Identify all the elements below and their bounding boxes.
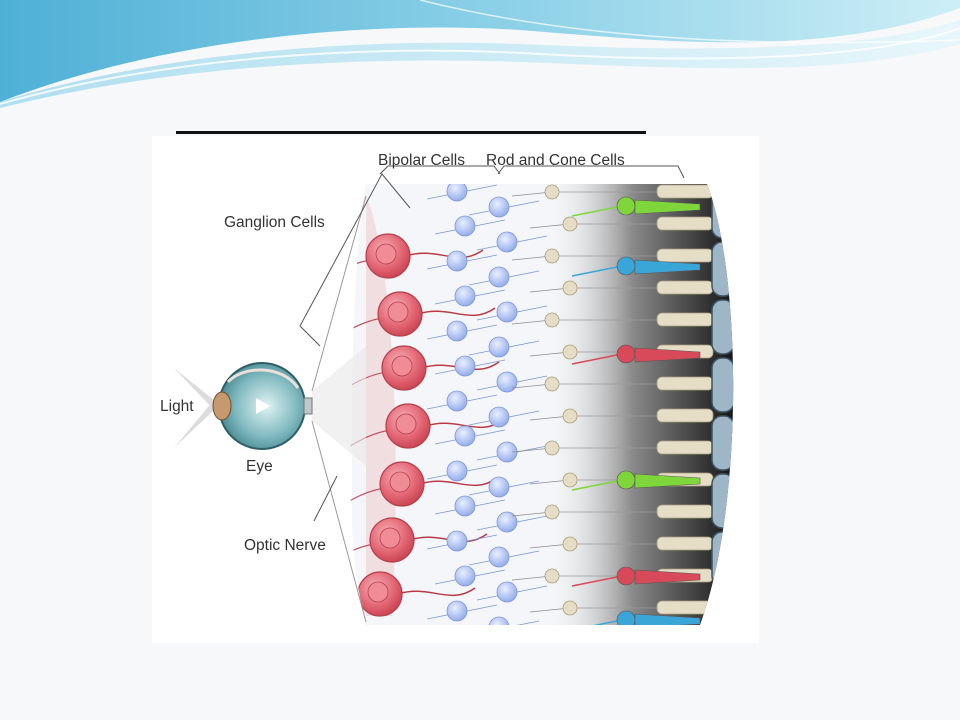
bipolar-cell: [446, 184, 468, 202]
cone-nucleus: [616, 344, 636, 364]
rod-outer-segment: [656, 536, 714, 551]
bipolar-cell: [488, 476, 510, 498]
epithelium-cell: [711, 357, 734, 413]
bipolar-cell: [488, 406, 510, 428]
bipolar-cell: [496, 301, 518, 323]
bipolar-cell: [496, 231, 518, 253]
bipolar-cell: [454, 425, 476, 447]
bipolar-cells: [426, 184, 548, 625]
rod-outer-segment: [656, 312, 714, 327]
rod-outer-segment: [656, 376, 714, 391]
bipolar-cell: [446, 460, 468, 482]
cone-outer-segment: [634, 347, 701, 363]
bipolar-cell: [496, 441, 518, 463]
rod-outer-segment: [656, 248, 714, 263]
cone-outer-segment: [634, 569, 701, 585]
bipolar-cell: [454, 495, 476, 517]
bipolar-cell: [496, 581, 518, 603]
light-rays: [174, 368, 214, 448]
header-wave-main: [0, 0, 960, 102]
epithelium-cell: [711, 299, 734, 355]
cone-outer-segment: [634, 473, 701, 489]
label-brackets: [299, 165, 685, 522]
header-wave-light: [0, 20, 960, 108]
rod-nucleus: [544, 568, 560, 584]
cone-cells: [571, 196, 701, 625]
eye-graphic: [212, 362, 313, 450]
bipolar-cell: [446, 600, 468, 622]
bipolar-cell: [446, 530, 468, 552]
header-wave-line: [0, 27, 960, 105]
cone-outer-segment: [634, 259, 701, 275]
rod-nucleus: [544, 248, 560, 264]
rod-outer-segment: [656, 184, 714, 199]
label-optic-nerve: Optic Nerve: [244, 537, 326, 554]
cone-nucleus: [616, 566, 636, 586]
rod-nucleus: [562, 344, 578, 360]
rod-nucleus: [544, 440, 560, 456]
bipolar-cell: [454, 355, 476, 377]
rod-nucleus: [562, 216, 578, 232]
rod-nucleus: [562, 536, 578, 552]
bipolar-cell: [446, 390, 468, 412]
rod-nucleus: [544, 312, 560, 328]
rod-nucleus: [562, 472, 578, 488]
epithelium-cell: [711, 415, 734, 471]
title-underline: [176, 131, 646, 134]
rod-nucleus: [544, 376, 560, 392]
rod-outer-segment: [656, 504, 714, 519]
rod-nucleus: [562, 408, 578, 424]
rod-nucleus: [544, 504, 560, 520]
rod-nucleus: [544, 184, 560, 200]
rod-outer-segment: [656, 440, 714, 455]
bipolar-cell: [488, 196, 510, 218]
cone-outer-segment: [634, 199, 701, 215]
rod-nucleus: [562, 600, 578, 616]
label-rod-cone-cells: Rod and Cone Cells: [486, 152, 625, 169]
rod-outer-segment: [656, 280, 714, 295]
rod-nucleus: [562, 280, 578, 296]
bipolar-cell: [488, 546, 510, 568]
cone-nucleus: [616, 256, 636, 276]
label-eye: Eye: [246, 458, 273, 475]
label-ganglion-cells: Ganglion Cells: [224, 214, 325, 231]
rod-outer-segment: [656, 408, 714, 423]
cone-nucleus: [616, 196, 636, 216]
bipolar-cell: [488, 616, 510, 625]
rod-outer-segment: [656, 216, 714, 231]
bipolar-cell: [446, 250, 468, 272]
label-bipolar-cells: Bipolar Cells: [378, 152, 465, 169]
bipolar-cell: [496, 511, 518, 533]
bipolar-cell: [454, 285, 476, 307]
bipolar-cell: [488, 266, 510, 288]
retina-diagram: Bipolar Cells Rod and Cone Cells Ganglio…: [152, 136, 759, 643]
bipolar-cell: [454, 215, 476, 237]
cone-nucleus: [616, 470, 636, 490]
label-light: Light: [160, 398, 194, 415]
bipolar-cell: [496, 371, 518, 393]
bipolar-cell: [446, 320, 468, 342]
retina-section: [350, 184, 734, 625]
zoom-lines: [311, 195, 367, 623]
bipolar-cell: [454, 565, 476, 587]
cone-outer-segment: [634, 613, 701, 625]
bipolar-cell: [488, 336, 510, 358]
